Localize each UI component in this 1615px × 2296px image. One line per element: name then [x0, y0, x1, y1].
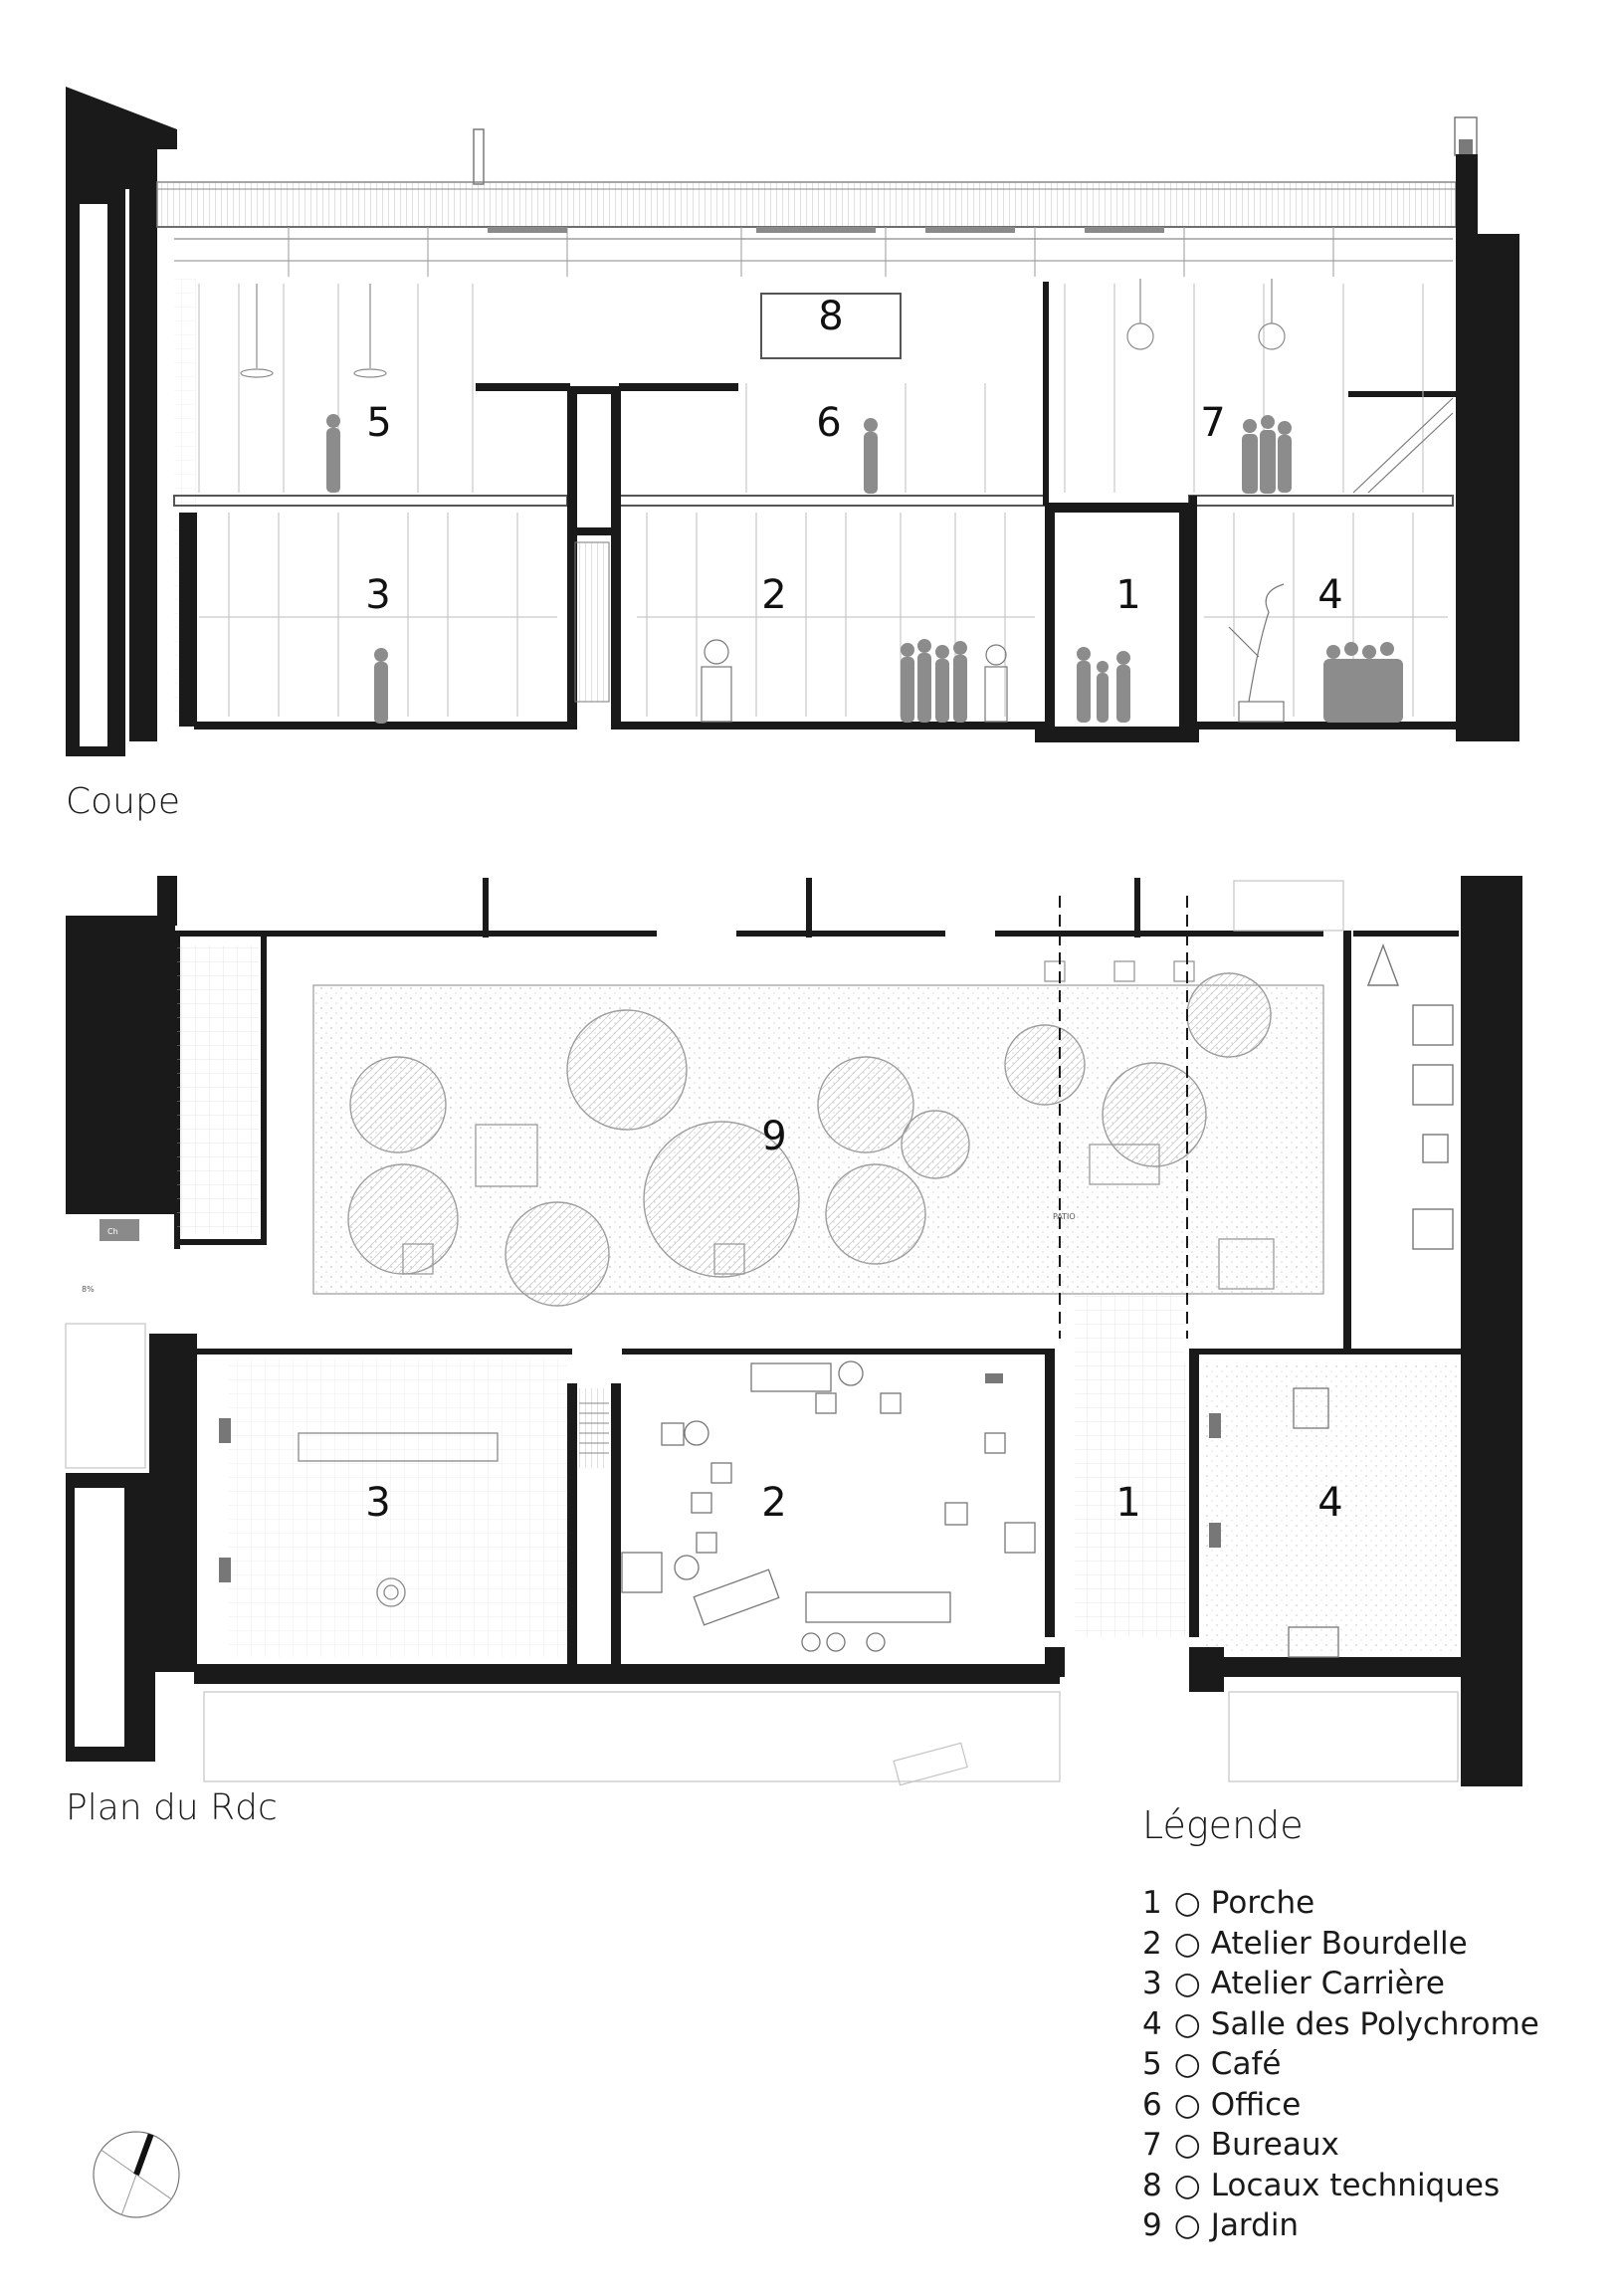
legend-separator: ○: [1173, 2086, 1201, 2123]
legend-item-number: 7: [1142, 2127, 1162, 2163]
legend-item-number: 6: [1142, 2086, 1162, 2123]
legend-title: Légende: [1142, 1803, 1304, 1847]
legend-item-label: Porche: [1210, 1885, 1315, 1921]
legend-separator: ○: [1173, 2046, 1201, 2082]
legend-item: 8 ○Locaux techniques: [1142, 2166, 1539, 2206]
legend-separator: ○: [1173, 2167, 1201, 2203]
legend-item-label: Jardin: [1210, 2207, 1300, 2243]
legend-item: 9 ○Jardin: [1142, 2205, 1539, 2246]
section-room-label-4: 4: [1317, 572, 1343, 618]
section-caption: Coupe: [66, 781, 180, 822]
legend-item-number: 5: [1142, 2046, 1162, 2082]
legend-item-label: Café: [1210, 2046, 1282, 2082]
plan-room-label-9: 9: [761, 1114, 787, 1159]
legend-item: 3 ○ Atelier Carrière: [1142, 1964, 1539, 2004]
legend-item-label: Atelier Carrière: [1210, 1966, 1445, 2001]
legend-item-label: Office: [1210, 2086, 1302, 2123]
legend-item-number: 1: [1142, 1885, 1162, 1921]
section-room-label-6: 6: [816, 400, 842, 446]
north-arrow-icon: [93, 2131, 180, 2218]
legend-item: 4 ○Salle des Polychrome: [1142, 2004, 1539, 2045]
section-room-label-8: 8: [818, 294, 844, 339]
slope-label: 8%: [82, 1285, 95, 1294]
legend-item: 2 ○Atelier Bourdelle: [1142, 1924, 1539, 1965]
section-room-label-2: 2: [761, 572, 787, 618]
legend-item: 6 ○Office: [1142, 2085, 1539, 2126]
plan-caption: Plan du Rdc: [66, 1787, 278, 1828]
legend-list: 1○Porche 2○Atelier Bourdelle 3○Atelier C…: [1142, 1883, 1539, 2246]
legend-item-number: 8: [1142, 2167, 1162, 2203]
patio-label: PATIO: [1053, 1212, 1076, 1221]
section-room-label-3: 3: [365, 572, 391, 618]
plan-room-label-2: 2: [761, 1480, 787, 1526]
legend-separator: ○: [1173, 1885, 1201, 1921]
legend-item-label: Salle des Polychrome: [1210, 2005, 1539, 2042]
legend-separator: ○: [1173, 1966, 1201, 2001]
chimney-label: Ch: [107, 1227, 118, 1236]
section-drawing: [66, 87, 1519, 756]
legend-separator: ○: [1173, 2127, 1201, 2163]
legend-item-label: Atelier Bourdelle: [1210, 1925, 1468, 1962]
legend-item: 7 ○Bureaux: [1142, 2125, 1539, 2166]
legend-item-number: 9: [1142, 2207, 1162, 2243]
legend-separator: ○: [1173, 1925, 1201, 1962]
ground-floor-plan: PATIO Ch 8%: [65, 876, 1522, 1786]
legend-item-number: 2: [1142, 1925, 1162, 1962]
plan-room-label-3: 3: [365, 1480, 391, 1526]
section-room-label-7: 7: [1200, 400, 1226, 446]
legend-separator: ○: [1173, 2005, 1201, 2042]
legend-item-number: 4: [1142, 2005, 1162, 2042]
legend-item-label: Bureaux: [1210, 2127, 1339, 2163]
section-room-label-1: 1: [1115, 572, 1141, 618]
legend-item-number: 3: [1142, 1966, 1162, 2001]
legend-item: 1 ○Porche: [1142, 1883, 1539, 1924]
legend-item: 5 ○Café: [1142, 2044, 1539, 2085]
legend-item-label: Locaux techniques: [1210, 2167, 1501, 2203]
plan-room-label-4: 4: [1317, 1480, 1343, 1526]
section-room-label-5: 5: [366, 400, 392, 446]
legend-separator: ○: [1173, 2207, 1201, 2243]
plan-room-label-1: 1: [1115, 1480, 1141, 1526]
